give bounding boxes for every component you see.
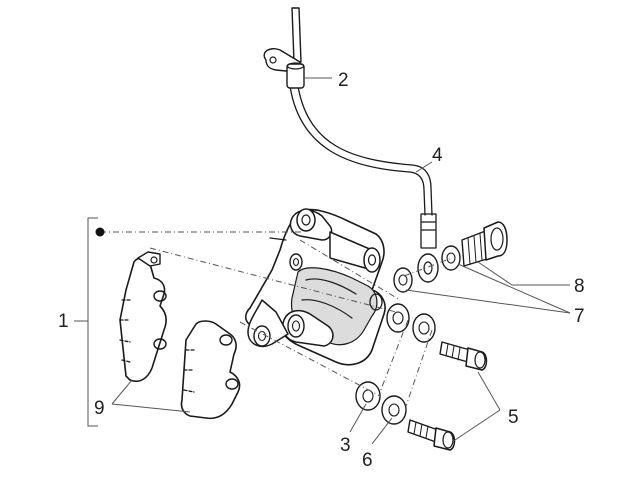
callout-4: 4 (432, 145, 443, 166)
group-bracket (87, 217, 105, 427)
callout-1: 1 (58, 311, 69, 332)
callout-5: 5 (508, 407, 519, 428)
hose-clamp-bracket (263, 48, 305, 89)
leader-lines (74, 77, 571, 445)
callout-labels: 1 2 3 4 5 6 7 8 9 (58, 70, 585, 471)
brake-pad-right (180, 320, 241, 420)
caliper-washers-upper (386, 303, 436, 343)
callout-6: 6 (362, 450, 373, 471)
banjo-bolt (461, 221, 508, 267)
callout-7: 7 (574, 306, 585, 327)
banjo-washers (393, 245, 461, 293)
assembly-axis-lines (100, 231, 453, 407)
caliper-washers-lower (355, 381, 407, 425)
brake-hose (289, 7, 437, 249)
brake-caliper (244, 208, 386, 366)
banjo-fitting (417, 253, 439, 283)
brake-pad-left (119, 251, 167, 383)
bullet-marker (95, 227, 105, 237)
callout-9: 9 (94, 398, 105, 419)
callout-8: 8 (574, 276, 585, 297)
caliper-bolt-lower (407, 419, 456, 451)
caliper-bolt-upper (439, 341, 488, 371)
callout-2: 2 (338, 70, 349, 91)
callout-3: 3 (340, 435, 351, 456)
